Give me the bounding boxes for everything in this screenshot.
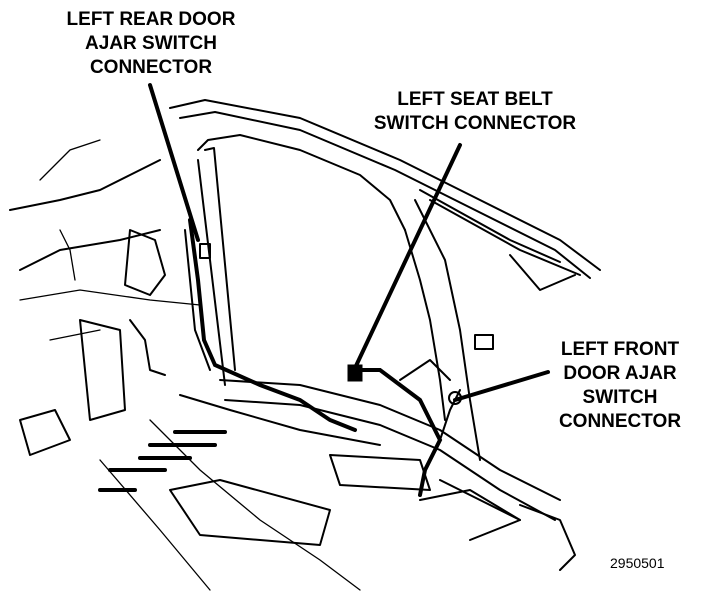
rear-quarter-panel xyxy=(9,139,201,456)
leader-left-front-door xyxy=(453,370,550,402)
floor-vents xyxy=(98,430,227,492)
left-front-door-ajar-switch-connector-label: LEFT FRONT DOOR AJAR SWITCH CONNECTOR xyxy=(558,339,682,432)
leader-left-rear-door xyxy=(148,83,200,242)
left-rear-door-ajar-switch-connector-label: LEFT REAR DOOR AJAR SWITCH CONNECTOR xyxy=(66,9,236,78)
figure-number: 2950501 xyxy=(610,555,665,571)
floor-sill xyxy=(99,379,576,591)
leader-left-seat-belt xyxy=(353,143,462,370)
left-seat-belt-switch-connector-label: LEFT SEAT BELT SWITCH CONNECTOR xyxy=(373,89,577,134)
door-opening-frame xyxy=(169,99,601,461)
wiring-harness xyxy=(129,218,521,521)
